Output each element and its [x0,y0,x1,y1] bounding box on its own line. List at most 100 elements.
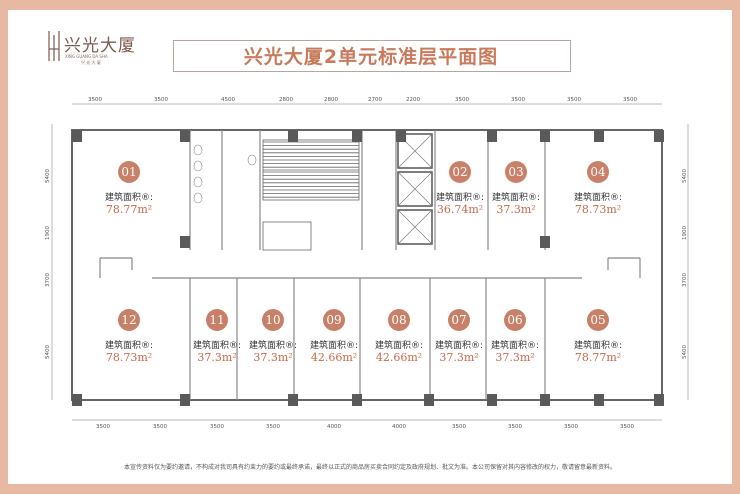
elevators [397,133,433,245]
restroom-fixtures [193,144,257,204]
area-value: 37.3m² [496,203,535,216]
partitions [99,130,641,400]
area-label: 建筑面积®: [574,191,622,203]
dim-right: 5400 [682,169,688,183]
dim-left: 5400 [45,345,51,359]
column-block [288,394,298,406]
dim-left: 3700 [45,273,51,287]
dim-top: 2200 [406,97,420,103]
unit-number-badge [206,309,228,331]
column-block [288,130,298,142]
dim-top: 3500 [511,97,525,103]
unit-number: 03 [508,165,523,179]
dim-bottom: 3500 [266,424,280,430]
dims-right: 5400 1900 3700 5400 [682,169,688,359]
column-block [396,130,406,142]
dim-bottom: 3500 [620,424,634,430]
area-value: 78.73m² [106,351,152,364]
stairs [262,139,360,251]
page-title: 兴光大厦2单元标准层平面图 [243,46,499,68]
unit-number-badge [449,161,471,183]
logo-subtitle: 兴 光 大 厦 [81,60,101,65]
area-value: 37.3m² [253,351,292,364]
dim-bottom: 4000 [392,424,406,430]
area-value: 78.73m² [575,203,621,216]
column-block [654,130,664,142]
column-block [352,394,362,406]
dim-bottom: 3500 [564,424,578,430]
dim-top: 3500 [88,97,102,103]
area-label: 建筑面积®: [491,339,539,351]
column-block [180,130,190,142]
dims-top: 3500 3500 4500 2800 2800 2700 2200 3500 … [88,97,637,103]
dims-left: 5400 1900 3700 5400 [45,169,51,359]
column-block [594,130,604,142]
unit-number: 07 [451,313,466,327]
dims-bottom: 3500 3500 3500 3500 4000 4000 3500 3500 … [96,424,634,430]
dim-top: 4500 [221,97,235,103]
unit-12: 12 建筑面积®:78.73m² [105,309,153,364]
dim-bottom: 3500 [96,424,110,430]
logo-mark-icon [48,31,60,61]
dim-top: 2800 [324,97,338,103]
unit-number-badge [388,309,410,331]
dim-right: 5400 [682,345,688,359]
unit-number: 12 [121,313,136,327]
column-block [72,130,82,142]
unit-number-badge [587,161,609,183]
unit-number: 10 [265,313,280,327]
unit-04: 04 建筑面积®:78.73m² [574,161,622,216]
column-block [72,394,82,406]
dim-top: 2800 [279,97,293,103]
dim-right: 1900 [682,226,688,240]
unit-07: 07 建筑面积®:37.3m² [435,309,483,364]
area-value: 36.74m² [437,203,483,216]
area-value: 37.3m² [439,351,478,364]
area-label: 建筑面积®: [435,339,483,351]
column-block [540,130,550,142]
unit-06: 06 建筑面积®:37.3m² [491,309,539,364]
unit-number-badge [587,309,609,331]
unit-number-badge [448,309,470,331]
dim-bottom: 3500 [153,424,167,430]
column-block [654,394,664,406]
unit-number: 11 [209,313,224,327]
page-frame [8,10,732,484]
column-block [180,394,190,406]
area-label: 建筑面积®: [574,339,622,351]
unit-number: 05 [590,313,605,327]
unit-03: 03 建筑面积®:37.3m² [492,161,540,216]
area-label: 建筑面积®: [492,191,540,203]
unit-number: 02 [452,165,467,179]
disclaimer: 本宣传资料仅为要约邀请，不构成对我司具有约束力的要约或最终承诺，最终以正式的商品… [123,464,616,471]
unit-number-badge [262,309,284,331]
area-label: 建筑面积®: [375,339,423,351]
area-value: 42.66m² [311,351,357,364]
dim-left: 5400 [45,169,51,183]
area-label: 建筑面积®: [105,339,153,351]
column-block [487,130,497,142]
area-value: 37.3m² [495,351,534,364]
unit-number-badge [504,309,526,331]
unit-number: 06 [507,313,522,327]
unit-number-badge [118,161,140,183]
unit-number: 04 [590,165,606,179]
logo-name: 兴光大厦 [64,36,136,56]
unit-number-badge [505,161,527,183]
dim-left: 1900 [45,226,51,240]
area-label: 建筑面积®: [193,339,241,351]
column-block [487,394,497,406]
unit-number: 09 [326,313,341,327]
area-value: 78.77m² [106,203,152,216]
dim-bottom: 3500 [210,424,224,430]
column-block [540,236,550,248]
unit-number: 08 [391,313,406,327]
area-label: 建筑面积®: [105,191,153,203]
